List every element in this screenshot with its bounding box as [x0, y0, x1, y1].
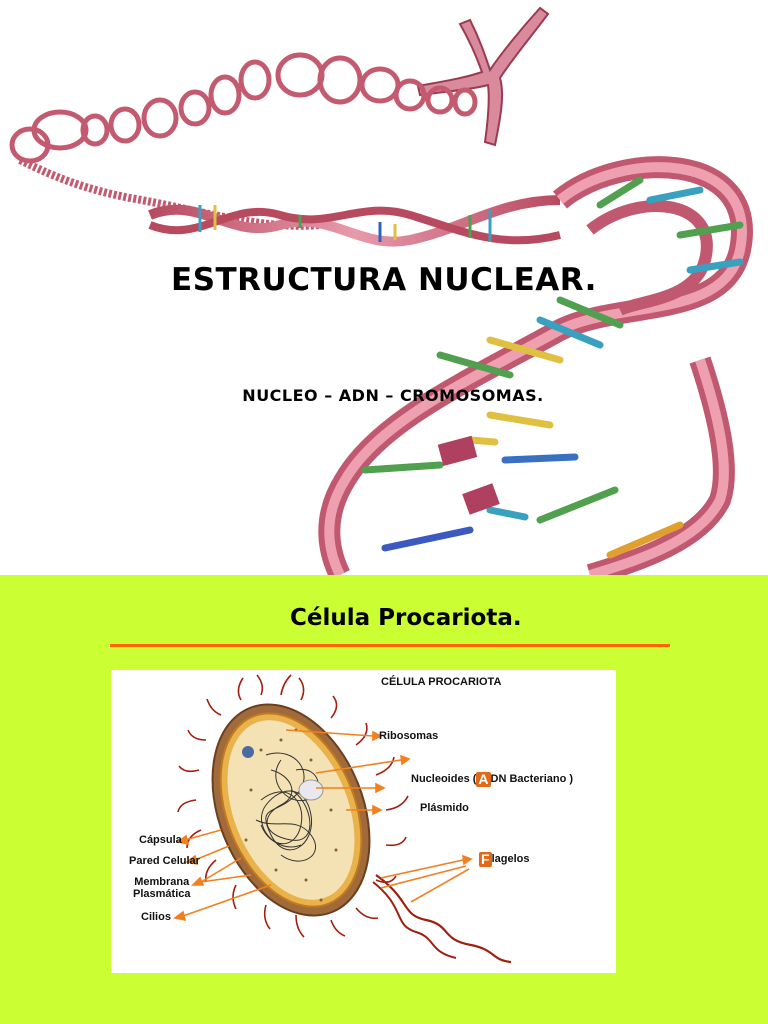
label-cilios: Cilios — [141, 911, 171, 923]
cilia-icon — [177, 674, 409, 938]
chromatin-coils-icon — [9, 52, 478, 164]
label-flagelos-suffix: lagelos — [491, 853, 530, 865]
plasmid-icon — [298, 779, 324, 801]
label-nucleoides-prefix: Nucleoides ( — [411, 773, 477, 785]
chromosome-icon — [416, 6, 550, 147]
label-capsula: Cápsula — [139, 834, 182, 846]
title-divider — [110, 644, 670, 647]
label-ribosomas: Ribosomas — [379, 730, 439, 742]
ribosome-icon — [242, 746, 254, 758]
label-arrows — [173, 729, 473, 922]
label-flagelos-initial: F — [479, 851, 492, 867]
slide-title: Célula Procariota. — [290, 605, 522, 631]
label-plasmido: Plásmido — [420, 802, 469, 814]
label-pared-celular: Pared Celular — [129, 855, 200, 867]
dna-chromosome-illustration — [9, 6, 753, 575]
page-subtitle: NUCLEO – ADN – CROMOSOMAS. — [242, 386, 544, 405]
prokaryotic-cell-diagram — [173, 674, 512, 964]
page-title: ESTRUCTURA NUCLEAR. — [171, 262, 597, 298]
label-nucleoides-suffix: DN Bacteriano ) — [490, 773, 574, 785]
prokaryotic-cell-figure: CÉLULA PROCARIOTA Ribosomas Nucleoides (… — [111, 670, 616, 973]
figure-heading: CÉLULA PROCARIOTA — [381, 676, 502, 688]
slide-1: ESTRUCTURA NUCLEAR. NUCLEO – ADN – CROMO… — [9, 6, 753, 575]
label-nucleoides-initial: A — [476, 771, 491, 787]
flagellum-icon — [375, 874, 512, 964]
label-membrana-line1: Membrana — [134, 876, 190, 888]
label-membrana: Membrana Plasmática — [133, 876, 190, 900]
slide-2: Célula Procariota. — [0, 575, 768, 1024]
label-membrana-line2: Plasmática — [133, 888, 191, 900]
